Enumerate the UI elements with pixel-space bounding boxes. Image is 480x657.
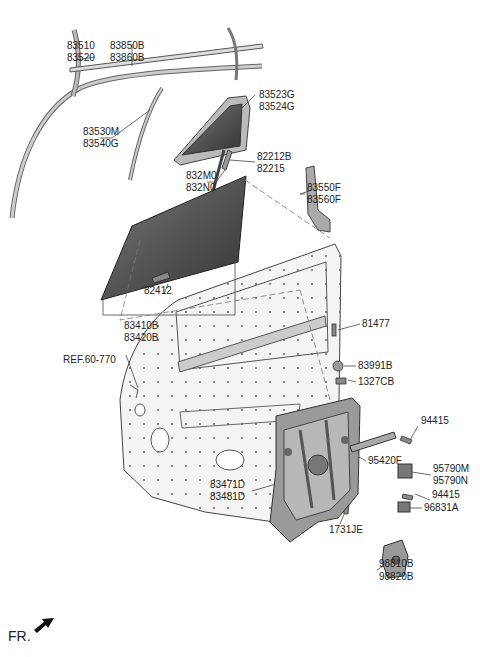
- callout-number: 82212B: [257, 151, 291, 163]
- fastener: [332, 324, 336, 336]
- callout-number: 81477: [362, 318, 390, 330]
- leader-line: [410, 508, 422, 509]
- callout-number: 95790N: [433, 475, 468, 487]
- frame-molding: [130, 88, 162, 180]
- callout-number: 83410B: [124, 320, 158, 332]
- callout-number: 1731JE: [329, 524, 363, 536]
- callout-number: 83510: [67, 40, 95, 52]
- switch-unit: [398, 464, 412, 512]
- callout-number: 83420B: [124, 332, 158, 344]
- fastener: [402, 494, 413, 500]
- regulator-module: [341, 436, 349, 444]
- callout-number: 83520: [67, 52, 95, 64]
- callout-number: 95420F: [368, 455, 402, 467]
- leader-line: [103, 262, 235, 315]
- door-panel: [178, 316, 326, 372]
- leader-line: [348, 380, 356, 382]
- callout-number: 98820B: [379, 571, 413, 583]
- callout-number: 83524G: [259, 101, 295, 113]
- door-glass: [101, 176, 246, 300]
- callout-number: 83523G: [259, 89, 295, 101]
- reference-label: REF.60-770: [63, 354, 116, 366]
- regulator-module: [270, 398, 360, 542]
- callout-number: 83560F: [307, 194, 341, 206]
- front-arrow: [34, 618, 54, 633]
- door-panel: [135, 404, 145, 416]
- regulator-module: [284, 448, 292, 456]
- door-panel: [130, 385, 138, 398]
- leader-line: [240, 95, 255, 110]
- leader-line: [338, 324, 360, 330]
- callout-number: 83540G: [83, 138, 119, 150]
- quarter-glass: [174, 96, 250, 165]
- fastener: [333, 361, 343, 371]
- leader-line: [415, 494, 430, 500]
- callout-number: 83530M: [83, 126, 119, 138]
- door-glass: [152, 272, 170, 283]
- quarter-glass: [182, 104, 242, 155]
- leader-line: [344, 366, 356, 367]
- regulator-module: [270, 398, 360, 542]
- frame-molding: [228, 28, 237, 80]
- door-panel: [120, 244, 341, 526]
- leader-line: [126, 355, 138, 388]
- callout-number: 82412: [144, 285, 172, 297]
- frame-molding: [130, 88, 162, 180]
- leader-line: [76, 44, 431, 570]
- switch-unit: [398, 464, 412, 478]
- callout-number: 95790M: [433, 463, 469, 475]
- callout-number: 83481D: [210, 491, 245, 503]
- callout-number: 83850B: [110, 40, 144, 52]
- callout-number: 82215: [257, 163, 285, 175]
- door-panel: [120, 244, 341, 526]
- leader-line: [412, 472, 431, 475]
- fastener: [336, 378, 346, 384]
- callout-number: 83860B: [110, 52, 144, 64]
- door-panel: [176, 262, 328, 370]
- callout-number: 832M0: [186, 170, 217, 182]
- leader-line: [230, 160, 255, 162]
- regulator-module: [308, 455, 328, 475]
- fastener: [400, 436, 412, 444]
- callout-number: 96831A: [424, 502, 458, 514]
- callout-number: 98810B: [379, 558, 413, 570]
- callout-number: 83471D: [210, 479, 245, 491]
- callout-number: 94415: [421, 415, 449, 427]
- switch-unit: [398, 502, 410, 512]
- front-arrow: [34, 618, 54, 633]
- door-glass: [101, 176, 246, 300]
- leader-line: [120, 240, 300, 320]
- door-handle: [350, 432, 396, 452]
- regulator-module: [284, 412, 350, 520]
- callout-number: 83550F: [307, 182, 341, 194]
- leader-line: [300, 290, 330, 400]
- callout-number: 94415: [432, 489, 460, 501]
- leader-line: [410, 426, 418, 440]
- door-panel: [216, 450, 244, 470]
- door-panel: [120, 244, 341, 526]
- quarter-glass: [174, 96, 250, 165]
- door-handle: [350, 432, 396, 452]
- callout-number: 83991B: [358, 360, 392, 372]
- front-direction-label: FR.: [8, 628, 31, 644]
- callout-number: 832N0: [186, 182, 215, 194]
- door-panel: [151, 428, 169, 452]
- callout-number: 1327CB: [358, 376, 394, 388]
